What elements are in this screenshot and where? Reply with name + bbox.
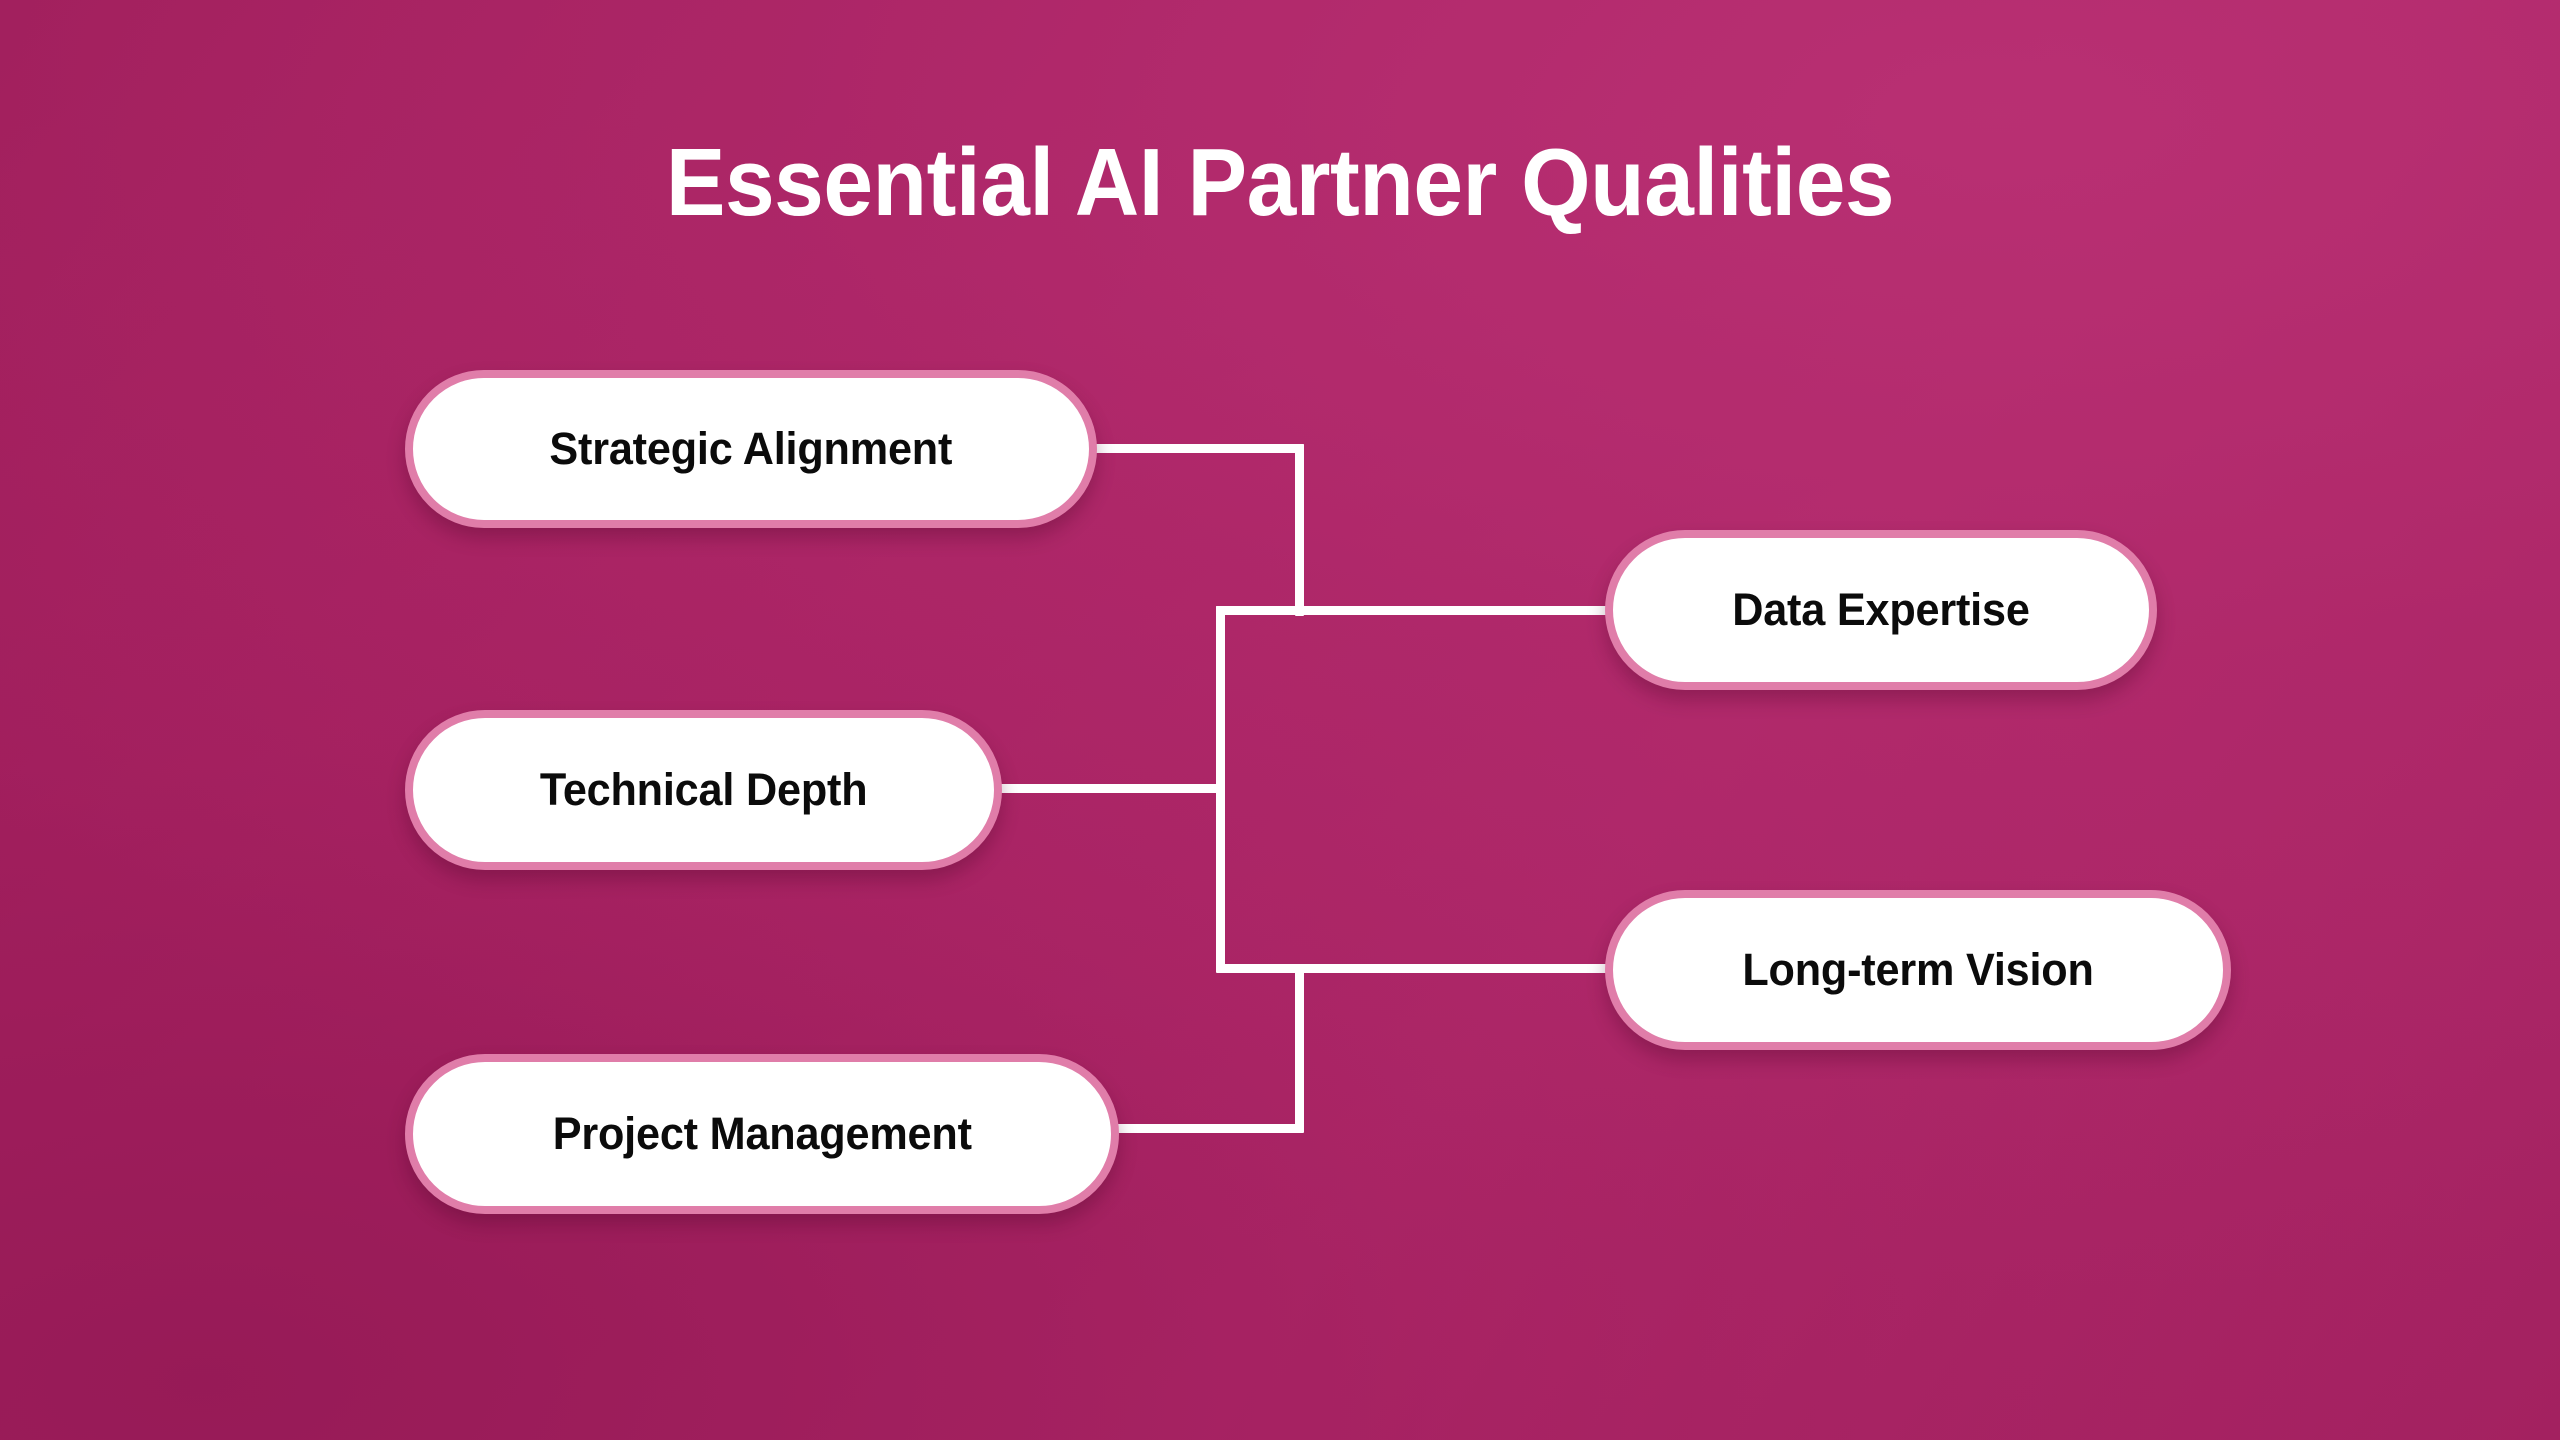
node-data-expertise-label: Data Expertise (1732, 584, 2030, 635)
node-project-management-label: Project Management (552, 1108, 972, 1159)
connector-project-management-horizontal (1110, 1124, 1304, 1133)
node-strategic-alignment[interactable]: Strategic Alignment (405, 370, 1097, 528)
node-long-term-vision-label: Long-term Vision (1742, 944, 2094, 995)
node-technical-depth-label: Technical Depth (539, 764, 868, 815)
connector-data-expertise-horizontal (1216, 606, 1612, 615)
page-title: Essential AI Partner Qualities (665, 129, 1895, 236)
connector-strategic-alignment-horizontal (1088, 444, 1304, 453)
connector-long-term-vision-horizontal (1216, 964, 1612, 973)
connector-strategic-alignment-vertical (1295, 444, 1304, 616)
node-data-expertise[interactable]: Data Expertise (1605, 530, 2157, 690)
node-project-management[interactable]: Project Management (405, 1054, 1119, 1214)
connector-project-management-vertical (1295, 964, 1304, 1132)
node-strategic-alignment-label: Strategic Alignment (549, 423, 953, 474)
node-long-term-vision[interactable]: Long-term Vision (1605, 890, 2231, 1050)
connector-technical-depth-horizontal (996, 784, 1225, 793)
node-technical-depth[interactable]: Technical Depth (405, 710, 1002, 870)
